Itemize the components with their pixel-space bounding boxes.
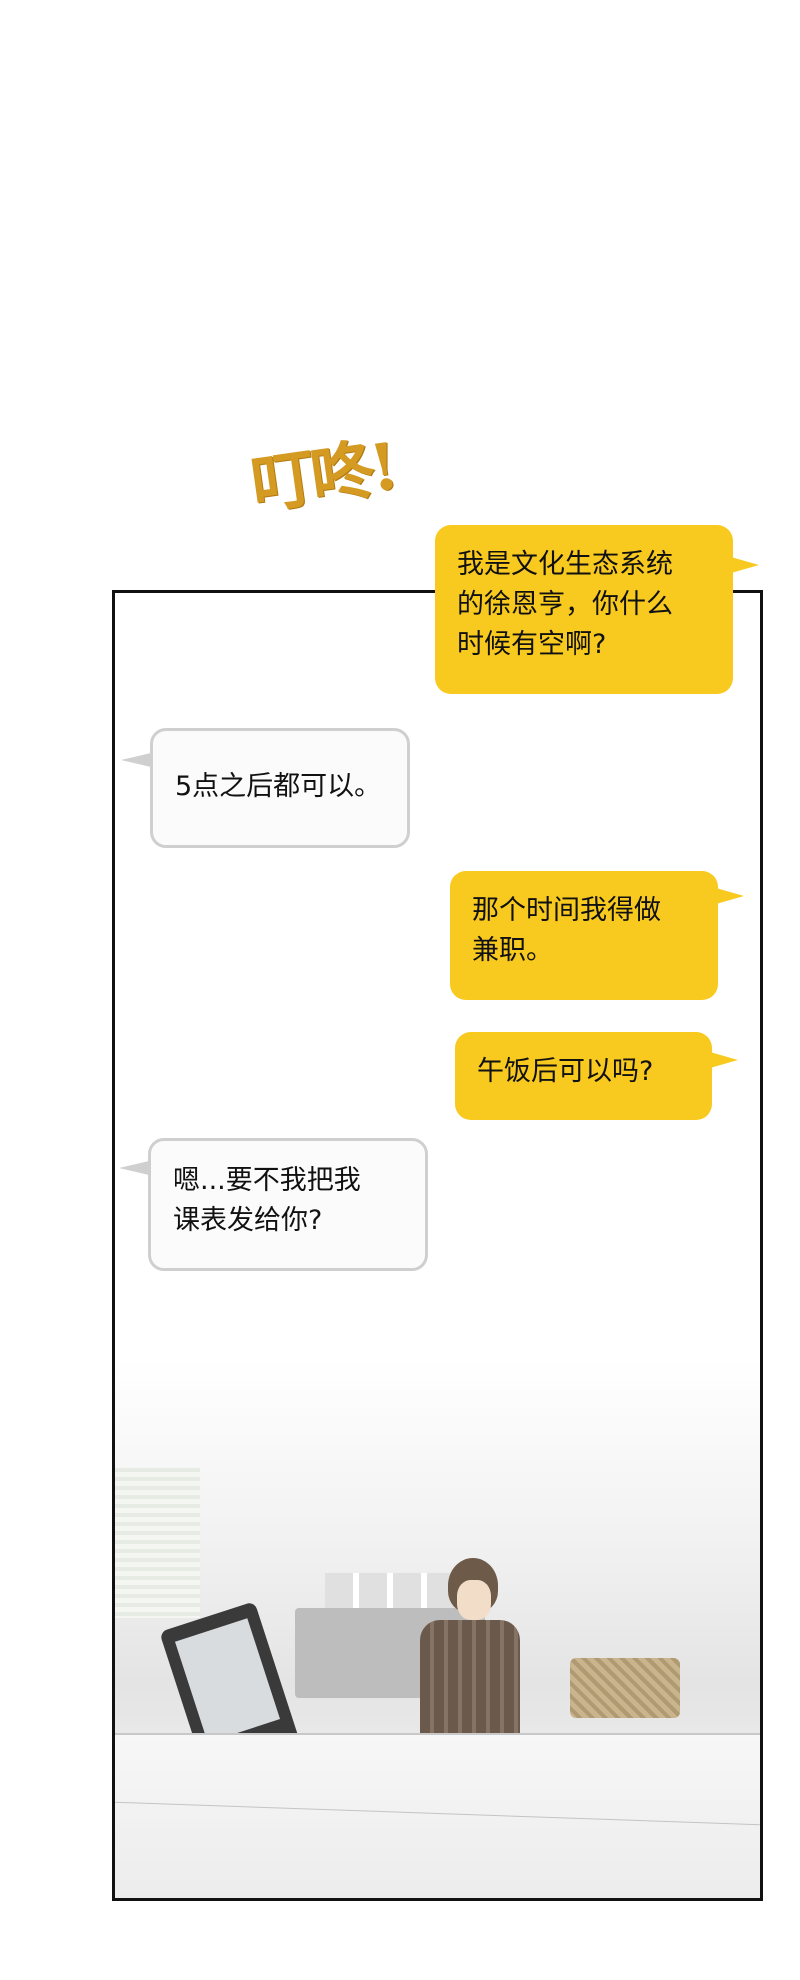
counter-top: [115, 1733, 760, 1898]
barista-character: [410, 1558, 530, 1733]
message-line: 兼职。: [472, 935, 553, 966]
message-line: 5点之后都可以。: [175, 771, 382, 802]
message-line: 午饭后可以吗?: [477, 1056, 654, 1087]
doorbell-sound-effect: 叮咚!: [246, 429, 400, 524]
message-line: 的徐恩亨，你什么: [457, 589, 673, 620]
cafe-counter-scene: [115, 1358, 760, 1898]
message-line: 时候有空啊?: [457, 629, 607, 660]
message-received-2: 嗯...要不我把我 课表发给你?: [119, 1138, 428, 1271]
message-sent-2: 那个时间我得做 兼职。: [450, 871, 744, 1000]
bubble-tail: [731, 557, 759, 573]
message-sent-3: 午饭后可以吗?: [455, 1032, 738, 1120]
comic-panel: [112, 590, 763, 1901]
window-blinds: [115, 1468, 200, 1618]
message-line: 我是文化生态系统: [457, 549, 673, 580]
message-line: 嗯...要不我把我: [173, 1165, 361, 1196]
bread-basket: [570, 1658, 680, 1718]
message-line: 那个时间我得做: [472, 895, 661, 926]
bubble-tail: [710, 1052, 738, 1068]
message-line: 课表发给你?: [173, 1205, 323, 1236]
bubble-tail: [119, 1161, 149, 1175]
bubble-tail: [716, 888, 744, 904]
message-sent-1: 我是文化生态系统 的徐恩亨，你什么 时候有空啊?: [435, 525, 759, 694]
message-received-1: 5点之后都可以。: [121, 728, 410, 848]
bubble-tail: [121, 753, 151, 767]
